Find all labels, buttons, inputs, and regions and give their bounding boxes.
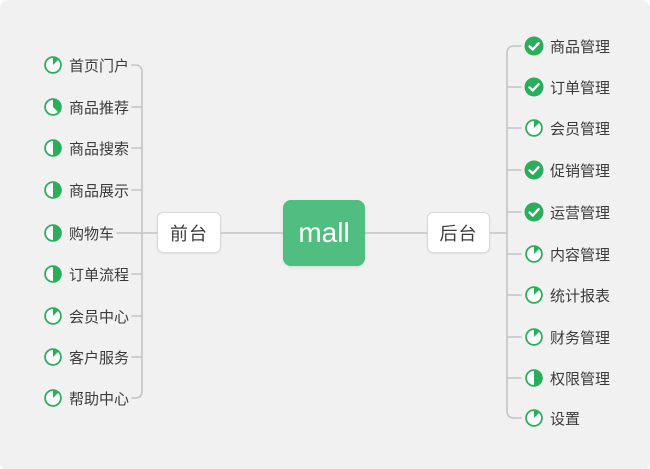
mindmap-topic[interactable]: 订单流程 — [43, 264, 129, 284]
task-progress-pie-icon — [43, 55, 63, 75]
task-progress-pie-icon — [524, 244, 544, 264]
topic-label: 统计报表 — [550, 287, 611, 305]
task-progress-pie-icon — [43, 223, 63, 243]
topic-label: 商品管理 — [550, 38, 611, 56]
topic-label: 订单流程 — [69, 266, 130, 284]
mindmap-topic[interactable]: 运营管理 — [524, 202, 610, 222]
task-progress-pie-icon — [43, 97, 63, 117]
root-node-mall[interactable]: mall — [283, 200, 365, 266]
topic-label: 订单管理 — [550, 79, 611, 97]
task-progress-pie-icon — [43, 347, 63, 367]
topic-label: 财务管理 — [550, 329, 611, 347]
topic-label: 设置 — [550, 410, 581, 428]
task-progress-pie-icon — [43, 388, 63, 408]
task-progress-pie-icon — [524, 368, 544, 388]
mindmap-topic[interactable]: 商品展示 — [43, 180, 129, 200]
task-complete-check-icon — [524, 77, 544, 97]
mindmap-topic[interactable]: 权限管理 — [524, 368, 610, 388]
topic-label: 会员中心 — [69, 308, 130, 326]
task-progress-pie-icon — [43, 138, 63, 158]
mindmap-topic[interactable]: 商品搜索 — [43, 138, 129, 158]
topic-label: 首页门户 — [69, 57, 130, 75]
mindmap-topic[interactable]: 购物车 — [43, 223, 114, 243]
mindmap-topic[interactable]: 客户服务 — [43, 347, 129, 367]
mindmap-topic[interactable]: 财务管理 — [524, 327, 610, 347]
task-complete-check-icon — [524, 160, 544, 180]
topic-label: 促销管理 — [550, 162, 611, 180]
task-progress-pie-icon — [43, 306, 63, 326]
mindmap-topic[interactable]: 内容管理 — [524, 244, 610, 264]
task-progress-pie-icon — [43, 180, 63, 200]
mindmap-topic[interactable]: 设置 — [524, 408, 580, 428]
mindmap-topic[interactable]: 帮助中心 — [43, 388, 129, 408]
mindmap-topic[interactable]: 商品管理 — [524, 36, 610, 56]
topic-label: 购物车 — [69, 225, 115, 243]
mindmap-topic[interactable]: 会员中心 — [43, 306, 129, 326]
topic-label: 运营管理 — [550, 204, 611, 222]
topic-label: 会员管理 — [550, 120, 611, 138]
topic-label: 帮助中心 — [69, 390, 130, 408]
mindmap-topic[interactable]: 商品推荐 — [43, 97, 129, 117]
branch-node-backend[interactable]: 后台 — [427, 212, 490, 253]
task-progress-pie-icon — [524, 327, 544, 347]
topic-label: 商品推荐 — [69, 99, 130, 117]
topic-label: 内容管理 — [550, 246, 611, 264]
task-complete-check-icon — [524, 36, 544, 56]
task-complete-check-icon — [524, 202, 544, 222]
root-node-label: mall — [298, 217, 350, 248]
topic-label: 商品展示 — [69, 182, 130, 200]
mindmap-topic[interactable]: 会员管理 — [524, 118, 610, 138]
topic-label: 商品搜索 — [69, 140, 130, 158]
task-progress-pie-icon — [43, 264, 63, 284]
task-progress-pie-icon — [524, 285, 544, 305]
task-progress-pie-icon — [524, 408, 544, 428]
task-progress-pie-icon — [524, 118, 544, 138]
mindmap-topic[interactable]: 订单管理 — [524, 77, 610, 97]
branch-node-frontend-label: 前台 — [170, 223, 208, 244]
mindmap-topic[interactable]: 首页门户 — [43, 55, 129, 75]
topic-label: 权限管理 — [550, 370, 611, 388]
topic-label: 客户服务 — [69, 349, 130, 367]
mindmap-topic[interactable]: 促销管理 — [524, 160, 610, 180]
mindmap-topic[interactable]: 统计报表 — [524, 285, 610, 305]
branch-node-backend-label: 后台 — [439, 223, 478, 244]
branch-node-frontend[interactable]: 前台 — [157, 212, 221, 253]
